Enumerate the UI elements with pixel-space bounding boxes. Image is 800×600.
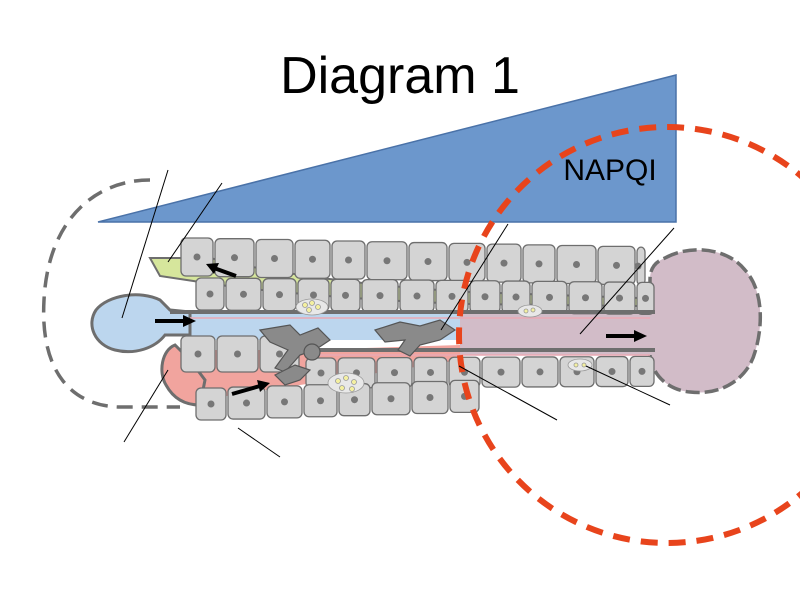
arrow-portal-inflow xyxy=(155,315,196,327)
hepatocyte-nucleus xyxy=(194,350,202,358)
hepatocyte-nucleus xyxy=(276,291,283,299)
hepatocyte-nucleus xyxy=(535,260,543,268)
hepatocyte-nucleus xyxy=(281,398,288,406)
kupffer-cells xyxy=(258,319,457,386)
portal-zone-dashed-outline xyxy=(41,178,180,409)
arrow-central-outflow xyxy=(606,330,647,342)
diagram-title: Diagram 1 xyxy=(280,47,520,105)
hepatocyte-nucleus xyxy=(642,294,649,302)
central-vein xyxy=(648,248,763,395)
leader-line-space-of-disse xyxy=(458,365,558,421)
hepatocyte-nucleus xyxy=(613,261,620,269)
hepatocyte-nucleus xyxy=(616,294,623,302)
hepatocyte-nucleus xyxy=(345,256,352,264)
hepatocyte-plate-lower xyxy=(180,335,655,421)
hepatocyte-nucleus xyxy=(342,291,349,299)
hepatocyte-nucleus xyxy=(638,367,646,375)
portal-vein xyxy=(90,293,192,354)
hepatocyte-nucleus xyxy=(317,397,324,405)
leader-line-bile-duct xyxy=(167,182,223,263)
hepatocyte-nucleus xyxy=(231,254,238,262)
hepatocyte-nucleus xyxy=(351,396,358,404)
hepatocyte-nucleus xyxy=(276,350,283,358)
hepatocyte-nucleus xyxy=(383,257,391,265)
leader-line-portal-vein xyxy=(121,169,169,319)
leader-line-sinusoid xyxy=(579,227,675,335)
hepatocyte-nucleus xyxy=(608,368,616,376)
flow-arrows xyxy=(155,263,647,396)
leader-line-hepatocyte xyxy=(237,427,281,458)
hepatocyte-nucleus xyxy=(573,261,580,269)
hepatocyte-plate-upper xyxy=(180,237,655,316)
leader-line-kupffer-cell xyxy=(440,223,509,331)
stellate-cell-droplets xyxy=(295,298,593,394)
hepatocyte-nucleus xyxy=(240,290,247,298)
hepatocyte-nucleus xyxy=(309,255,316,263)
hepatocyte-nucleus xyxy=(426,394,434,402)
hepatocyte-nucleus xyxy=(391,369,398,377)
arrow-artery-inflow xyxy=(231,380,270,396)
hepatocyte-nucleus xyxy=(463,258,471,266)
hepatocyte-nucleus xyxy=(512,293,520,301)
hepatocyte-nucleus xyxy=(481,293,489,301)
hepatocyte-nucleus xyxy=(497,368,505,376)
hepatocyte-nucleus xyxy=(207,400,215,408)
hepatocyte-nucleus xyxy=(448,292,456,300)
hepatocyte-nucleus xyxy=(376,292,384,300)
hepatocyte-nucleus xyxy=(413,292,421,300)
hepatocyte-nucleus xyxy=(317,369,325,377)
centrilobular-zone-outline xyxy=(456,124,800,546)
hepatocyte-nucleus xyxy=(536,368,544,376)
hepatocyte-nucleus xyxy=(387,395,395,403)
hepatocyte-nucleus xyxy=(427,368,434,376)
arrow-bile-flow xyxy=(206,263,237,278)
hepatocyte-nucleus xyxy=(582,294,589,302)
hepatocyte-nucleus xyxy=(193,253,201,261)
leader-lines xyxy=(121,169,675,458)
hepatocyte-nucleus xyxy=(500,259,508,267)
hepatocyte-nucleus xyxy=(546,293,553,301)
sinusoid-lining-pink xyxy=(190,317,650,356)
hepatocyte-nucleus xyxy=(310,291,317,299)
leader-line-hepatic-artery xyxy=(123,369,169,443)
hepatocyte-nucleus xyxy=(206,290,214,298)
hepatocyte-nucleus xyxy=(234,350,241,358)
napqi-gradient-wedge xyxy=(97,74,677,223)
hepatocyte-nucleus xyxy=(243,399,250,407)
hepatocyte-nucleus xyxy=(424,258,432,266)
hepatocyte-nucleus xyxy=(634,262,642,270)
napqi-label: NAPQI xyxy=(563,154,656,187)
leader-line-stellate-cell xyxy=(585,365,671,406)
sinusoid-central-blood xyxy=(460,312,655,355)
hepatocyte-nucleus xyxy=(271,255,278,262)
